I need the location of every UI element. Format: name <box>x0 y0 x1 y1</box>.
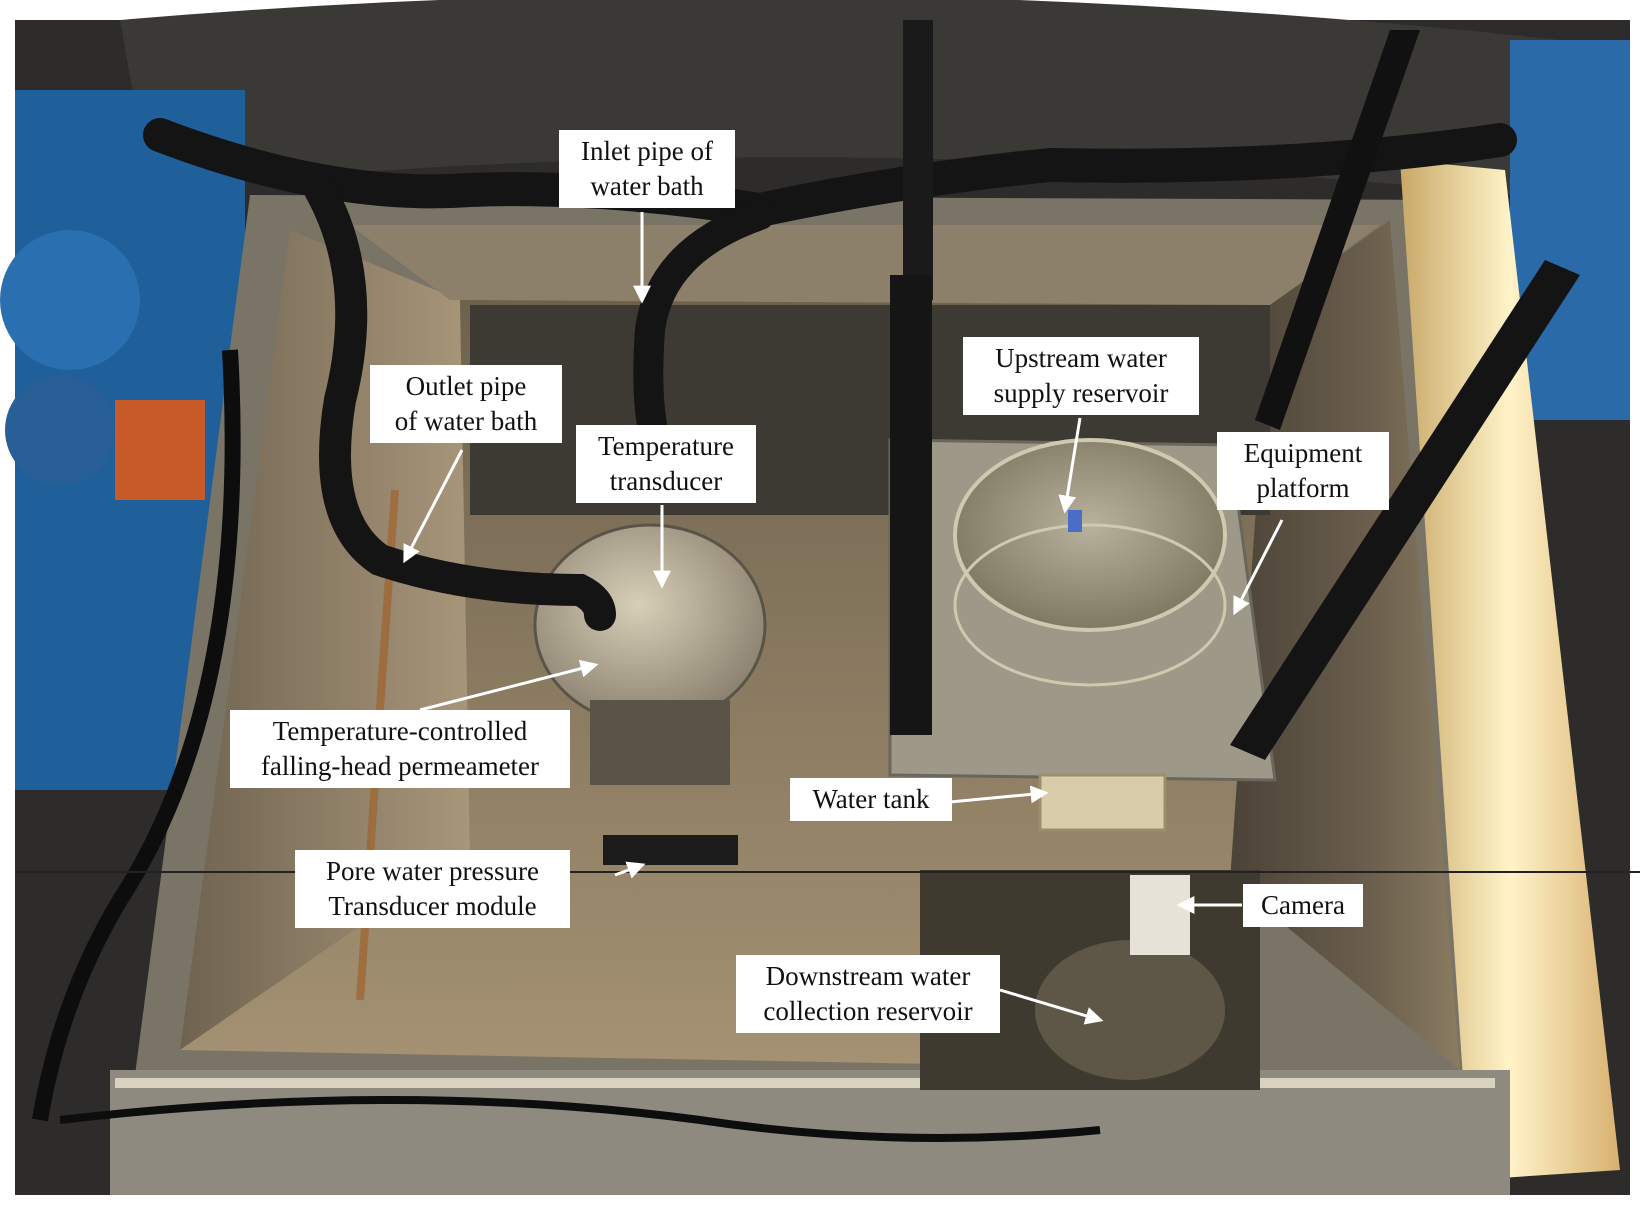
rod-center <box>890 275 932 735</box>
arrow-equipment-platform <box>1233 519 1284 616</box>
blue-frame-right <box>1510 40 1630 420</box>
arrow-upstream-reservoir <box>1058 417 1082 514</box>
label-inlet-pipe-line1: Inlet pipe of <box>581 136 713 166</box>
outlet-pipe <box>304 174 616 631</box>
label-temperature-transducer: Temperature transducer <box>576 425 756 503</box>
label-permeameter: Temperature-controlled falling-head perm… <box>230 710 570 788</box>
blue-port-2 <box>5 375 115 485</box>
reservoir-valve <box>1068 510 1082 532</box>
label-pore-pressure-module: Pore water pressure Transducer module <box>295 850 570 928</box>
label-pore-pressure-module-line2: Transducer module <box>328 891 537 921</box>
cables-bottom <box>59 1096 1101 1142</box>
inlet-pipe <box>143 118 1517 228</box>
blue-port <box>0 230 140 370</box>
arrow-outlet-pipe <box>403 449 464 564</box>
upstream-reservoir-base <box>953 523 1227 687</box>
inlet-pipe-branch <box>633 200 775 455</box>
label-downstream-reservoir: Downstream water collection reservoir <box>736 955 1000 1033</box>
label-temperature-transducer-line1: Temperature <box>597 431 735 461</box>
label-equipment-platform: Equipment platform <box>1217 432 1389 510</box>
arrow-water-tank <box>949 785 1049 804</box>
rod-right-2 <box>1230 260 1580 760</box>
rod-center-top <box>903 20 933 300</box>
label-upstream-reservoir: Upstream water supply reservoir <box>963 337 1199 415</box>
label-outlet-pipe: Outlet pipe of water bath <box>370 365 562 443</box>
orange-block <box>115 400 205 500</box>
back-wall <box>350 225 1380 305</box>
label-permeameter-line1: Temperature-controlled <box>272 716 528 746</box>
label-equipment-platform-line1: Equipment <box>1243 438 1363 468</box>
label-outlet-pipe-line1: Outlet pipe <box>405 371 527 401</box>
label-downstream-reservoir-line1: Downstream water <box>765 961 971 991</box>
label-equipment-platform-line2: platform <box>1256 473 1350 503</box>
upstream-reservoir <box>953 438 1227 632</box>
permeameter-lid <box>533 523 767 727</box>
label-water-tank: Water tank <box>790 778 952 821</box>
label-temperature-transducer-line2: transducer <box>609 466 723 496</box>
arrow-downstream <box>999 988 1104 1025</box>
rod-right-1 <box>1255 30 1420 430</box>
downstream-reservoir <box>1035 940 1225 1080</box>
pore-pressure-module <box>603 835 738 865</box>
arrow-permeameter <box>419 659 599 712</box>
label-permeameter-line2: falling-head permeameter <box>260 751 540 781</box>
arrow-pore-pressure <box>614 861 646 879</box>
label-camera: Camera <box>1243 884 1363 927</box>
measuring-tape <box>115 1078 1495 1088</box>
label-pore-pressure-module-line1: Pore water pressure <box>326 856 539 886</box>
label-outlet-pipe-line2: of water bath <box>394 406 538 436</box>
permeameter-body <box>590 700 730 785</box>
camera-mount <box>1130 875 1190 955</box>
label-inlet-pipe: Inlet pipe of water bath <box>559 130 735 208</box>
label-inlet-pipe-line2: water bath <box>590 171 704 201</box>
cables-left <box>32 349 241 1122</box>
label-upstream-reservoir-line1: Upstream water <box>995 343 1167 373</box>
label-camera-line1: Camera <box>1261 890 1345 920</box>
water-tank <box>1038 773 1167 832</box>
label-water-tank-line1: Water tank <box>812 784 930 814</box>
label-upstream-reservoir-line2: supply reservoir <box>993 378 1169 408</box>
label-downstream-reservoir-line2: collection reservoir <box>763 996 973 1026</box>
